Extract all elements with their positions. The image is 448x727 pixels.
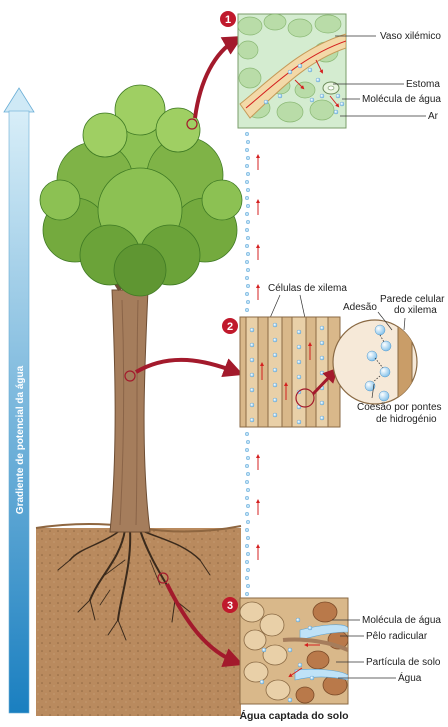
panel-leaf: 1 [220,11,347,129]
panel-root-labels: Molécula de água Pêlo radicular Partícul… [239,615,441,722]
stem-marker [124,370,136,382]
label-pelo-radicular: Pêlo radicular [366,631,428,642]
panel-stem: Células de xilema [222,283,347,428]
gradient-arrow: Gradiente de potencial da água [3,87,35,714]
tree-canopy [39,84,243,297]
badge-1-number: 1 [225,14,231,26]
soil [35,523,242,716]
label-agua: Água [398,671,422,684]
gradient-label: Gradiente de potencial da água [15,365,26,514]
leaf-marker [186,118,198,130]
label-adesao: Adesão [343,302,377,313]
label-molecula-agua-1: Molécula de água [362,94,441,105]
root-marker [157,572,169,584]
label-particula-solo: Partícula de solo [366,657,441,668]
zoom-detail [332,319,418,405]
roots [57,529,211,641]
water-column [244,131,251,597]
panel-root: 3 [222,597,349,705]
label-coesao: Coesão por pontes de hidrogénio [357,402,444,425]
label-parede-celular: Parede celular do xilema [380,294,447,316]
label-estoma: Estoma [406,79,440,90]
label-ar: Ar [428,111,439,122]
caption-agua-solo: Água captada do solo [239,709,348,722]
pointer-arrows [134,36,244,667]
label-celulas-xilema: Células de xilema [268,283,347,294]
badge-2-number: 2 [227,321,233,333]
badge-3 [222,597,238,613]
badge-2 [222,318,238,334]
label-molecula-agua-3: Molécula de água [362,615,441,626]
badge-1 [220,11,236,27]
label-vaso-xilemico: Vaso xilémico [380,31,441,42]
panel-leaf-labels: Vaso xilémico Estoma Molécula de água Ar [333,31,441,122]
badge-3-number: 3 [227,600,233,612]
panel-stem-labels: Adesão Parede celular do xilema Coesão p… [343,294,447,425]
